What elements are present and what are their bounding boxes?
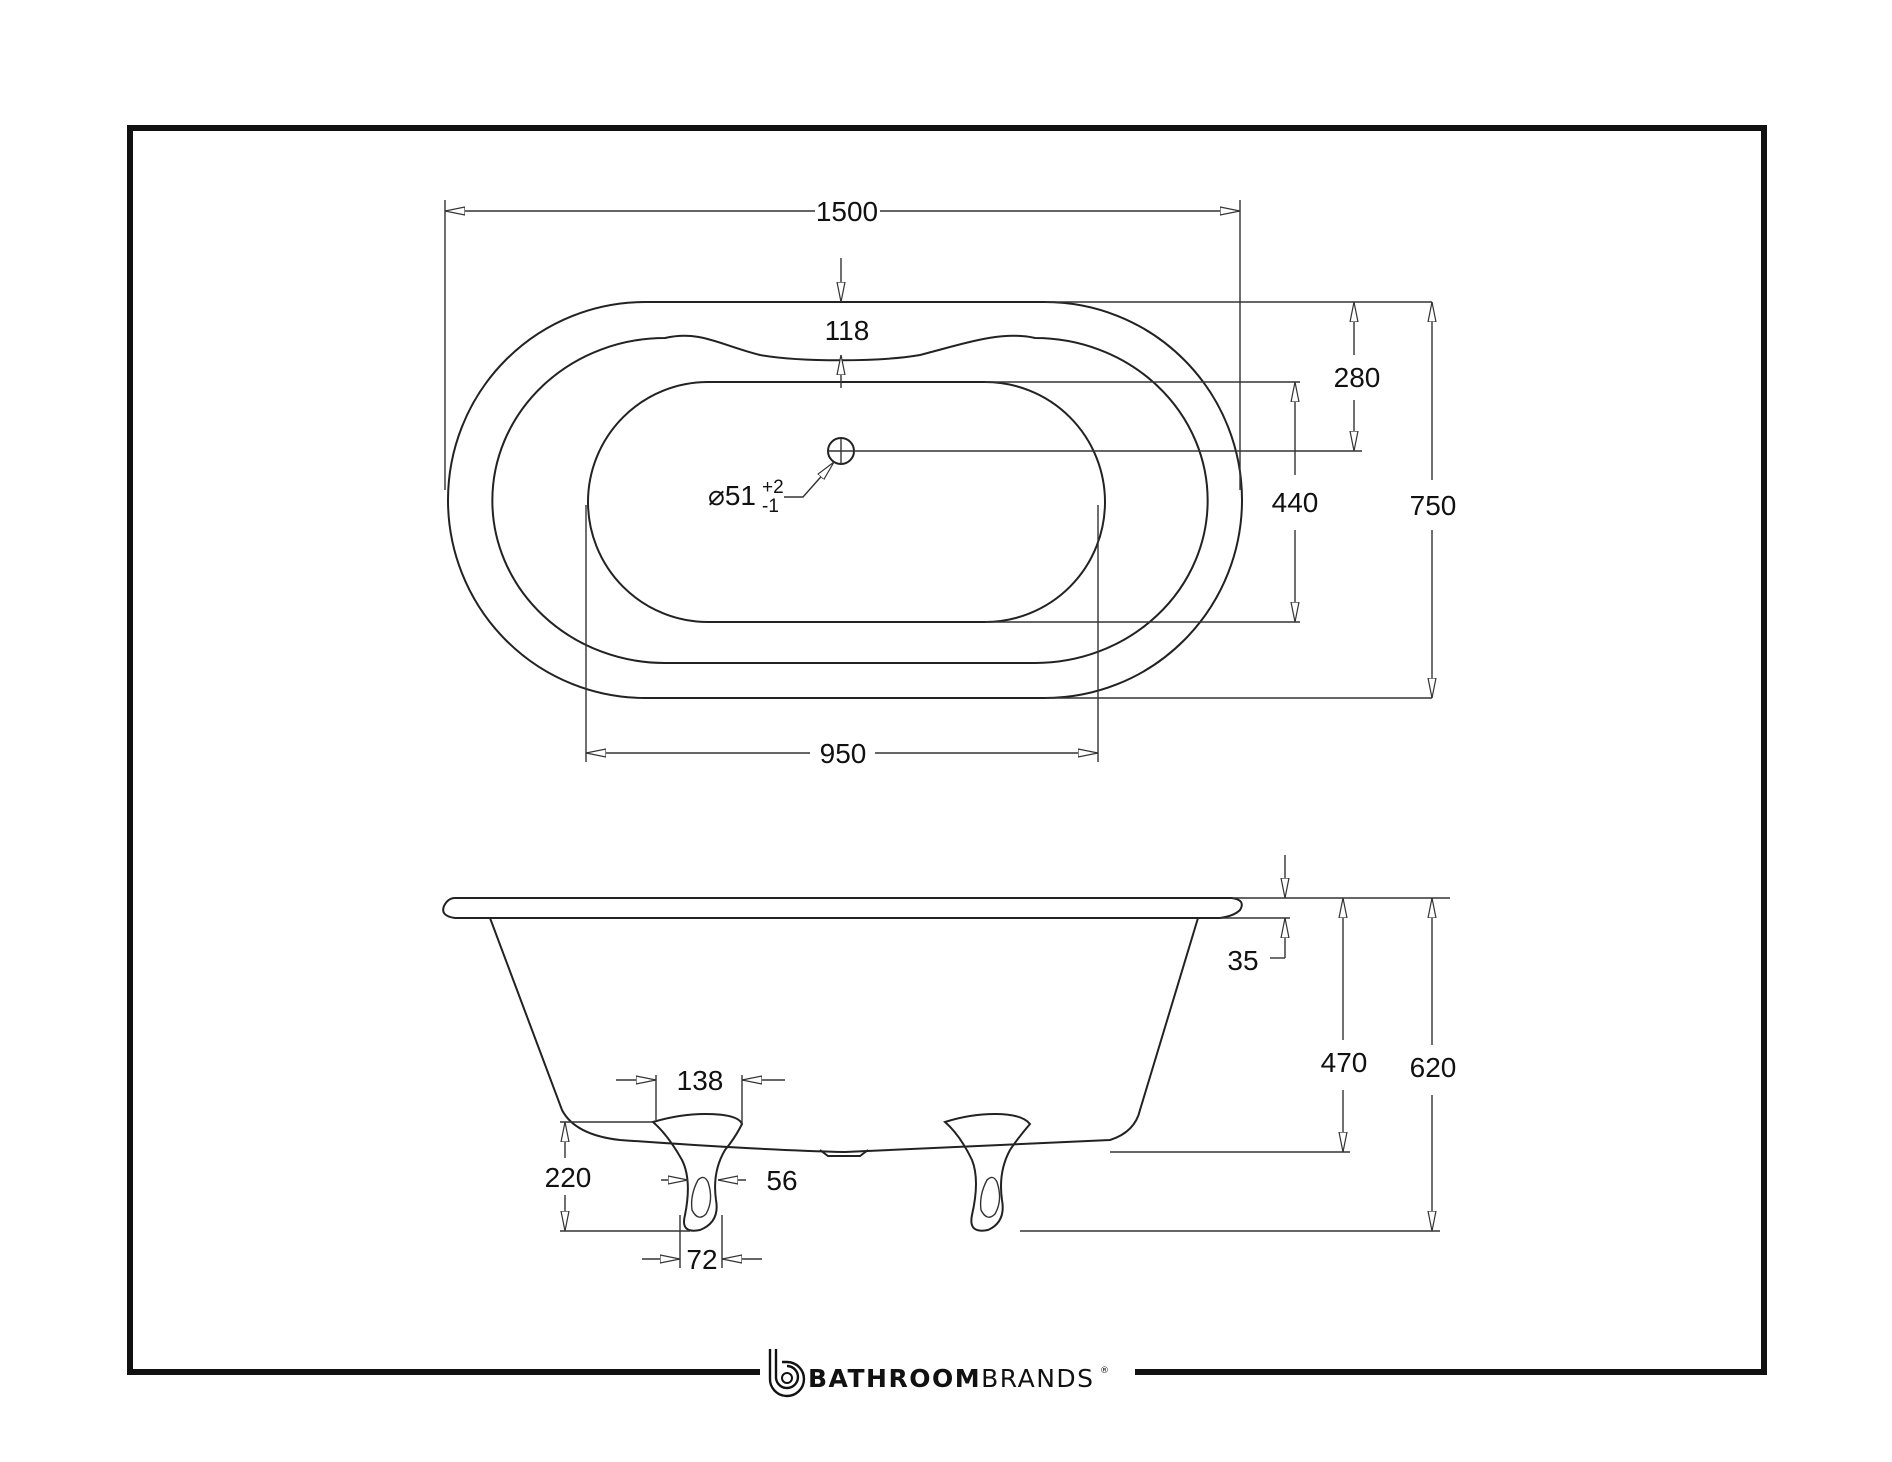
dim-rim-inset: 118 xyxy=(825,315,870,346)
brand-name-bold: BATHROOM xyxy=(808,1364,981,1393)
side-rim xyxy=(442,897,1243,919)
dim-waste-offset: 280 xyxy=(1334,362,1381,393)
dim-foot-neck: 56 xyxy=(766,1165,797,1196)
dim-overall-height: 620 xyxy=(1410,1052,1457,1083)
brand-name: BATHROOMBRANDS xyxy=(808,1364,1095,1393)
dim-inner-width: 440 xyxy=(1272,487,1319,518)
dim-foot-base: 72 xyxy=(686,1244,717,1275)
dim-rim-thickness: 35 xyxy=(1227,945,1258,976)
dim-waste-tolerance-minus: -1 xyxy=(762,496,779,517)
dim-foot-width: 138 xyxy=(677,1065,724,1096)
dim-foot-height: 220 xyxy=(545,1162,592,1193)
right-foot xyxy=(943,1112,1032,1232)
side-body xyxy=(489,917,1199,1154)
dim-overall-width: 750 xyxy=(1410,490,1457,521)
waste-outlet-icon xyxy=(827,437,855,465)
bathroombrands-logo-icon xyxy=(768,1349,806,1398)
brand-logo: BATHROOMBRANDS ® xyxy=(768,1349,1109,1398)
side-view: 35 470 620 138 220 56 72 xyxy=(442,855,1457,1275)
registered-mark: ® xyxy=(1100,1366,1109,1376)
plan-basin xyxy=(587,381,1106,623)
dim-waste-tolerance-plus: +2 xyxy=(762,477,784,498)
dim-waste-diameter: ⌀51 xyxy=(708,480,756,511)
dim-overall-length: 1500 xyxy=(816,196,878,227)
plan-view: 1500 118 280 440 750 ⌀51 +2 -1 950 xyxy=(444,196,1457,769)
brand-name-light: BRANDS xyxy=(981,1364,1094,1393)
drawing-frame xyxy=(127,125,1767,1375)
dim-bath-height: 470 xyxy=(1321,1047,1368,1078)
dim-foot-spacing: 950 xyxy=(820,738,867,769)
left-foot xyxy=(650,1112,744,1232)
plan-inner-rim xyxy=(491,334,1209,664)
